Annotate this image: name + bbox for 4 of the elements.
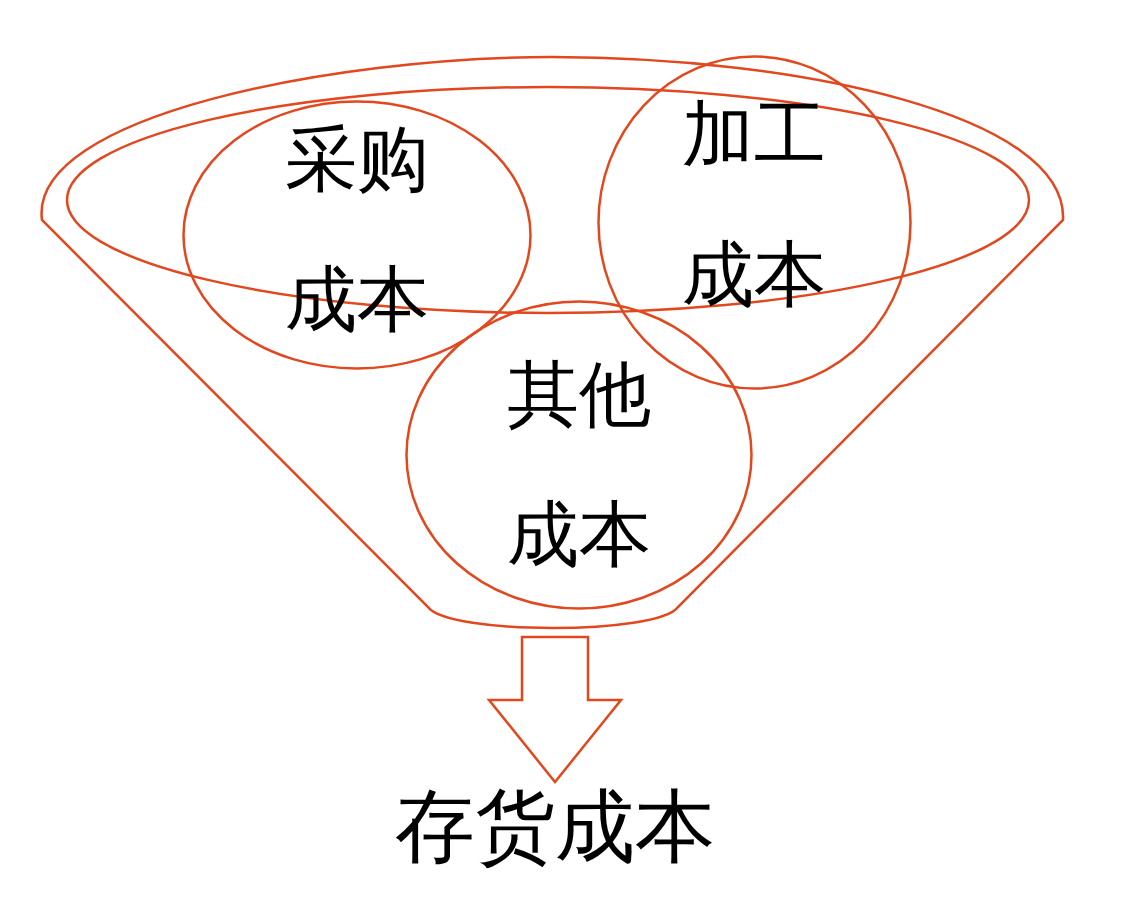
result-label: 存货成本: [394, 782, 716, 873]
cost-label: 其他成本: [506, 354, 652, 577]
cost-label: 加工成本: [681, 94, 827, 317]
hollow-arrow: [486, 635, 624, 784]
